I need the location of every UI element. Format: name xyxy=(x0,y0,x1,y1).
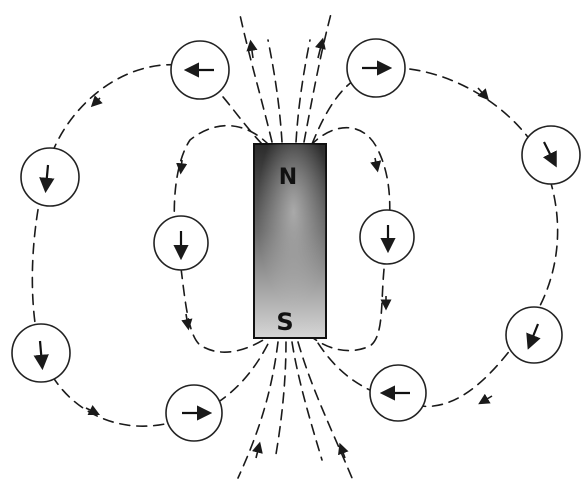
field-line-bottom-mid-right xyxy=(292,342,322,460)
field-line-outer-left xyxy=(32,65,270,427)
field-line-top-right xyxy=(304,10,332,142)
line-arrow-icon xyxy=(251,44,253,58)
line-arrow-icon xyxy=(482,396,492,402)
field-line-bottom-right xyxy=(298,342,352,478)
line-arrow-icon xyxy=(256,446,259,458)
south-pole-label: S xyxy=(276,308,293,336)
bar-magnet: N S xyxy=(254,144,326,338)
compass-outer-left-upper xyxy=(21,148,79,206)
field-line-top-mid-right xyxy=(296,40,310,142)
field-line-bottom-mid-left xyxy=(275,342,286,460)
line-arrow-icon xyxy=(181,160,182,170)
line-arrow-icon xyxy=(186,314,188,326)
line-arrow-icon xyxy=(94,98,100,104)
field-line-top-mid-left xyxy=(268,40,282,142)
north-pole-label: N xyxy=(279,165,297,190)
line-arrow-icon xyxy=(375,158,377,168)
